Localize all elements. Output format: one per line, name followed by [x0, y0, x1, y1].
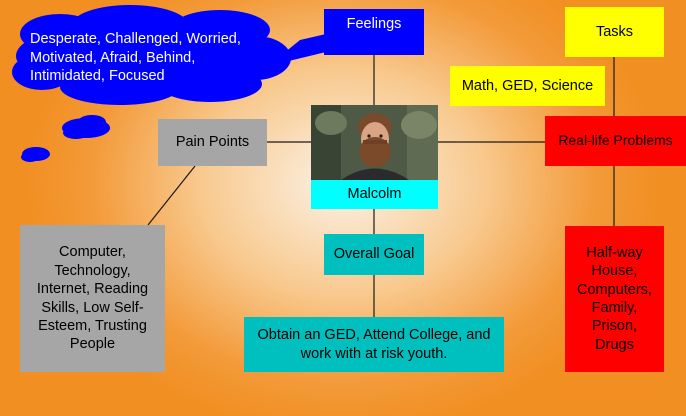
- persona-name-label: Malcolm: [311, 180, 438, 209]
- feelings-title: Feelings: [346, 16, 402, 32]
- pain-points-list: Computer, Technology, Internet, Reading …: [20, 225, 165, 372]
- persona-name: Malcolm: [347, 186, 402, 203]
- tasks-title: Tasks: [595, 23, 634, 40]
- real-life-problems-title: Real-life Problems: [558, 132, 673, 149]
- pain-points-items: Computer, Technology, Internet, Reading …: [36, 244, 149, 353]
- real-life-problems-items: Half-way House, Computers, Family, Priso…: [577, 244, 652, 353]
- real-life-problems-label: Real-life Problems: [545, 116, 686, 166]
- feelings-label: Feelings: [324, 9, 424, 55]
- tasks-items: Math, GED, Science: [461, 77, 594, 94]
- pain-points-label: Pain Points: [158, 119, 267, 166]
- persona-photo: [311, 105, 438, 180]
- pain-points-title: Pain Points: [175, 134, 250, 151]
- overall-goal-title: Overall Goal: [333, 246, 415, 262]
- connector-pain-points-details: [147, 165, 196, 226]
- real-life-problems-list: Half-way House, Computers, Family, Priso…: [565, 226, 664, 372]
- feelings-list: Desperate, Challenged, Worried, Motivate…: [30, 31, 241, 85]
- tasks-label: Tasks: [565, 7, 664, 57]
- overall-goal-label: Overall Goal: [324, 234, 424, 275]
- overall-goal-details: Obtain an GED, Attend College, and work …: [244, 317, 504, 372]
- overall-goal-text: Obtain an GED, Attend College, and work …: [257, 327, 491, 362]
- persona-portrait-illustration: [311, 105, 438, 180]
- tasks-list: Math, GED, Science: [450, 66, 605, 106]
